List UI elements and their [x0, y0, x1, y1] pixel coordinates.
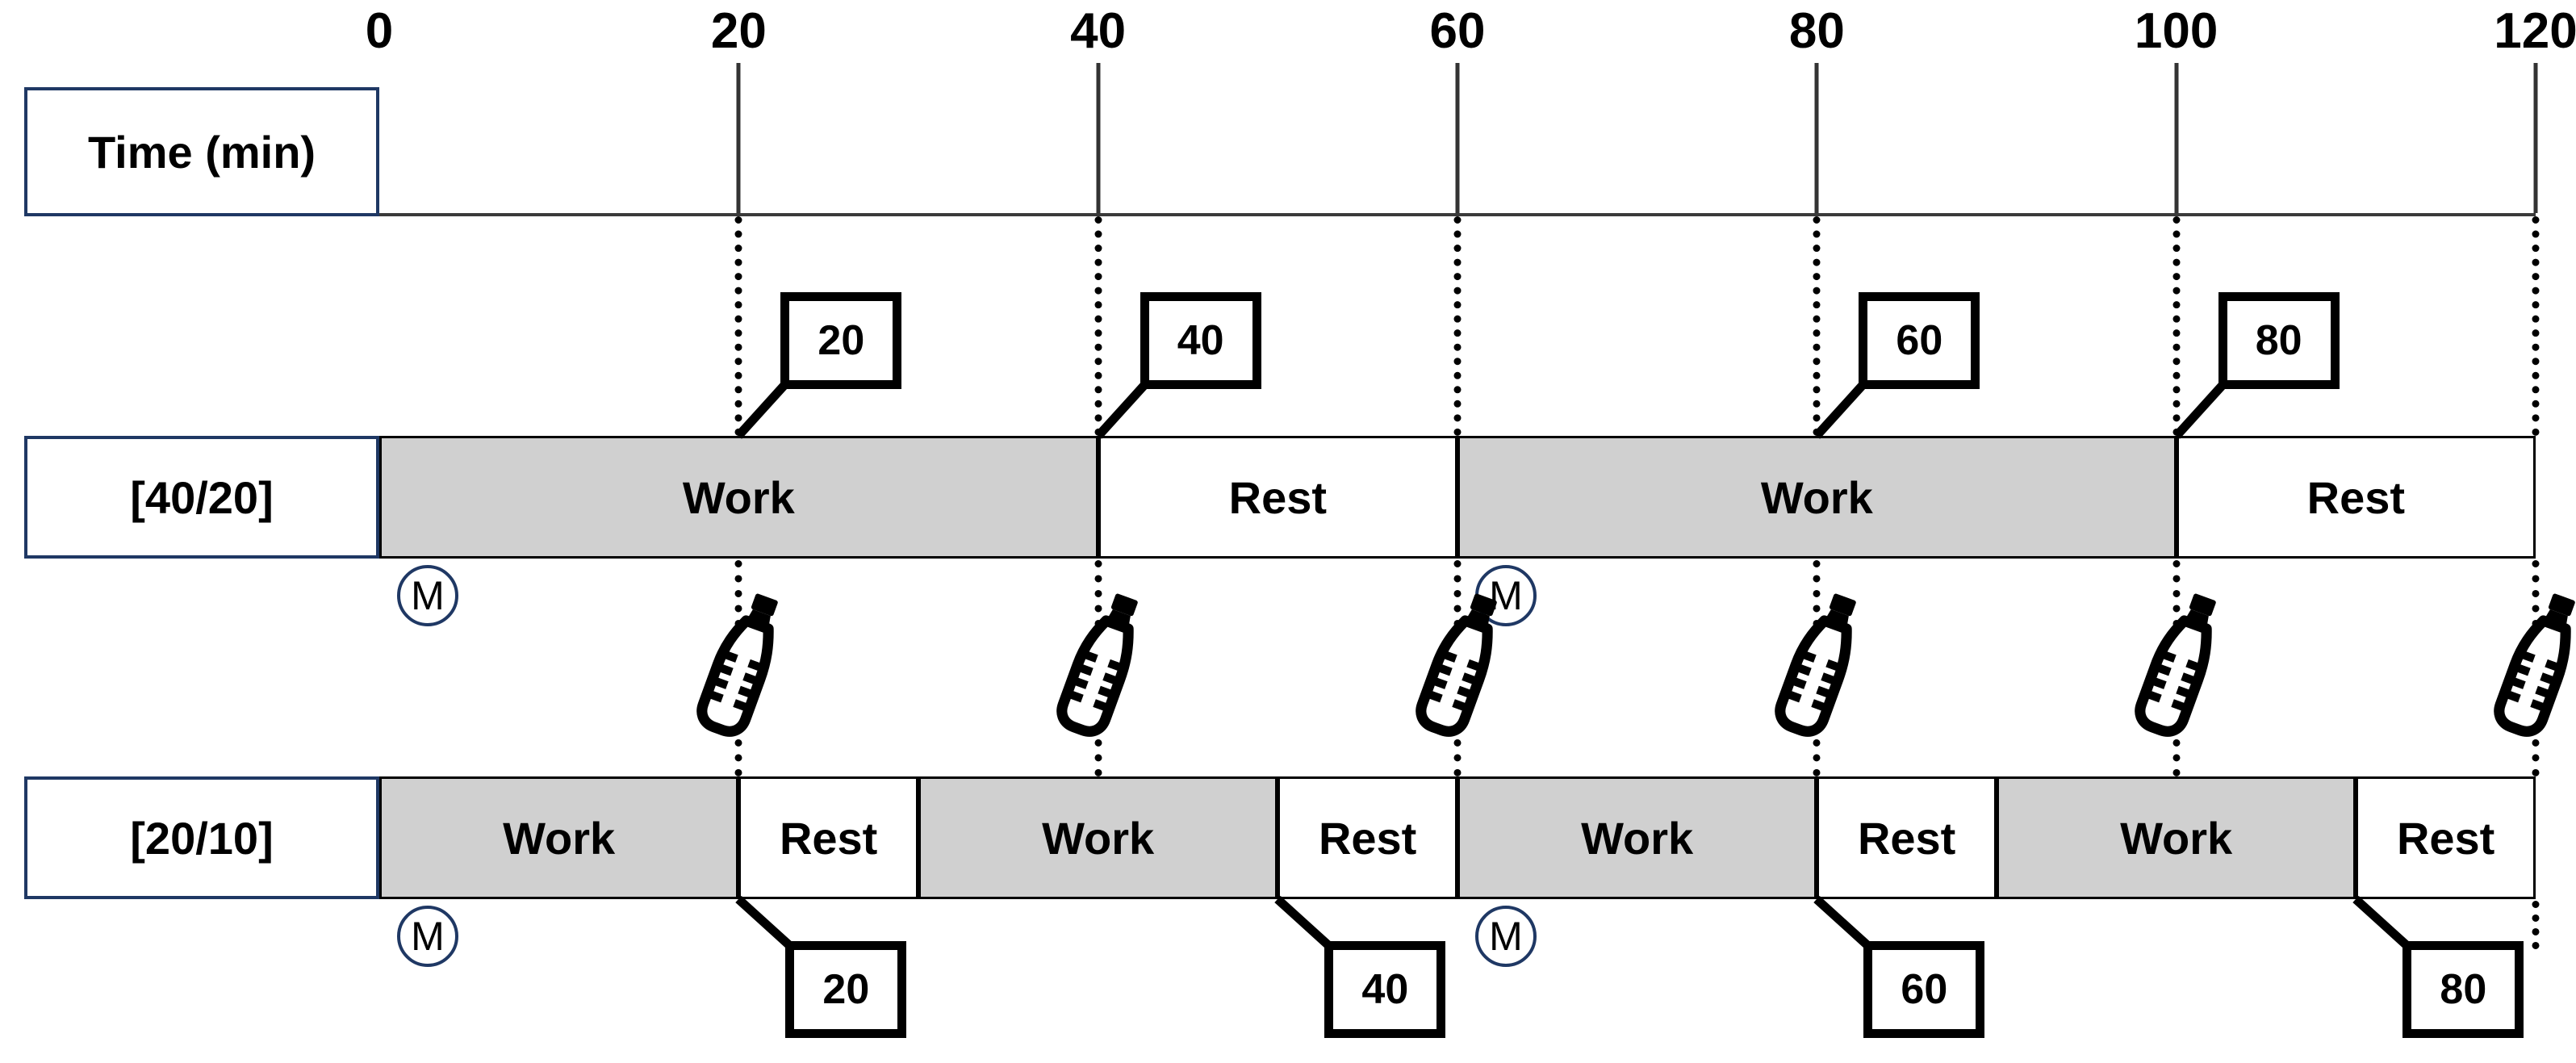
segment-work-1-4: Work	[1457, 776, 1817, 899]
callout-top-60-leader	[1813, 381, 1867, 439]
m-marker-top-0: M	[397, 565, 458, 626]
callout-value: 80	[2440, 966, 2487, 1013]
axis-tick-mark-60	[1455, 63, 1460, 213]
axis-tick-label-0: 0	[365, 3, 394, 59]
water-bottle-glyph	[2494, 593, 2575, 737]
protocol-label-40-20: [40/20]	[24, 436, 379, 559]
water-bottle-glyph	[1056, 593, 1138, 737]
segment-rest-1-3: Rest	[1278, 776, 1457, 899]
protocol-row-20-10: Work Rest Work Rest Work Rest Work Rest	[379, 776, 2536, 899]
segment-label: Rest	[1857, 812, 1956, 864]
callout-top-40: 40	[1140, 292, 1261, 389]
gridline-upper-100	[2172, 216, 2181, 436]
water-bottle-glyph	[1775, 593, 1857, 737]
axis-tick-label-100: 100	[2134, 3, 2218, 59]
segment-rest-1-5: Rest	[1817, 776, 1997, 899]
m-marker-label: M	[1489, 914, 1523, 959]
callout-value: 40	[1361, 966, 1409, 1013]
callout-bottom-80-leader	[2352, 895, 2411, 950]
gridline-upper-120	[2532, 216, 2540, 436]
segment-label: Work	[1581, 812, 1694, 864]
axis-tick-mark-20	[736, 63, 741, 213]
callout-top-80: 80	[2218, 292, 2340, 389]
water-bottle-icon	[2478, 588, 2576, 741]
axis-tick-mark-100	[2174, 63, 2179, 213]
callout-value: 40	[1177, 317, 1224, 364]
callout-value: 20	[818, 317, 865, 364]
callout-top-60: 60	[1859, 292, 1980, 389]
axis-tick-mark-40	[1096, 63, 1101, 213]
callout-bottom-60-leader	[1813, 895, 1872, 950]
segment-work-1-0: Work	[379, 776, 739, 899]
axis-tick-label-40: 40	[1070, 3, 1127, 59]
m-marker-label: M	[1489, 573, 1523, 618]
segment-work-0-0: Work	[379, 436, 1098, 559]
callout-top-80-leader	[2172, 381, 2227, 439]
axis-tick-label-20: 20	[710, 3, 767, 59]
water-bottle-icon	[681, 588, 802, 741]
segment-label: Work	[1042, 812, 1155, 864]
callout-value: 60	[1896, 317, 1943, 364]
protocol-label-20-10-text: [20/10]	[130, 812, 274, 864]
segment-rest-0-1: Rest	[1098, 436, 1457, 559]
callout-bottom-20-leader	[735, 895, 794, 950]
gridline-upper-40	[1094, 216, 1102, 436]
segment-work-1-2: Work	[918, 776, 1278, 899]
m-marker-top-60: M	[1475, 565, 1537, 626]
segment-label: Work	[682, 471, 795, 523]
gridline-lower-120	[2532, 901, 2540, 949]
segment-label: Rest	[1318, 812, 1417, 864]
segment-work-1-6: Work	[1997, 776, 2356, 899]
segment-rest-1-1: Rest	[738, 776, 918, 899]
m-marker-label: M	[411, 914, 445, 959]
gridline-upper-20	[734, 216, 742, 436]
callout-bottom-40: 40	[1324, 941, 1446, 1038]
water-bottle-icon	[2119, 588, 2240, 741]
callout-value: 80	[2255, 317, 2302, 364]
segment-label: Rest	[2306, 471, 2406, 523]
protocol-label-40-20-text: [40/20]	[130, 471, 274, 523]
callout-bottom-60: 60	[1863, 941, 1985, 1038]
segment-rest-1-7: Rest	[2356, 776, 2536, 899]
axis-tick-mark-80	[1814, 63, 1819, 213]
segment-label: Work	[503, 812, 616, 864]
gridline-upper-80	[1813, 216, 1821, 436]
water-bottle-icon	[1041, 588, 1162, 741]
water-bottle-icon	[1400, 588, 1521, 741]
protocol-row-40-20: Work Rest Work Rest	[379, 436, 2536, 559]
callout-top-40-leader	[1094, 381, 1148, 439]
time-axis-line	[379, 213, 2536, 216]
axis-label-text: Time (min)	[87, 126, 316, 178]
callout-top-20-leader	[735, 381, 789, 439]
water-bottle-glyph	[2134, 593, 2216, 737]
segment-label: Work	[1760, 471, 1873, 523]
gridline-upper-60	[1453, 216, 1462, 436]
callout-bottom-40-leader	[1274, 895, 1333, 950]
axis-tick-label-80: 80	[1788, 3, 1845, 59]
segment-label: Work	[2120, 812, 2233, 864]
segment-label: Rest	[779, 812, 878, 864]
axis-tick-label-120: 120	[2494, 3, 2576, 59]
axis-tick-label-60: 60	[1429, 3, 1486, 59]
callout-bottom-80: 80	[2402, 941, 2524, 1038]
callout-top-20: 20	[780, 292, 902, 389]
callout-value: 60	[1901, 966, 1948, 1013]
axis-label-box: Time (min)	[24, 87, 379, 216]
segment-rest-0-3: Rest	[2176, 436, 2536, 559]
axis-tick-mark-120	[2533, 63, 2538, 213]
segment-work-0-2: Work	[1457, 436, 2177, 559]
water-bottle-glyph	[696, 593, 779, 737]
water-bottle-icon	[1759, 588, 1880, 741]
m-marker-bottom-60: M	[1475, 906, 1537, 967]
segment-label: Rest	[1228, 471, 1328, 523]
callout-bottom-20: 20	[785, 941, 907, 1038]
m-marker-label: M	[411, 573, 445, 618]
water-bottle-glyph	[1416, 593, 1497, 737]
protocol-label-20-10: [20/10]	[24, 776, 379, 899]
callout-value: 20	[822, 966, 870, 1013]
segment-label: Rest	[2396, 812, 2495, 864]
m-marker-bottom-0: M	[397, 906, 458, 967]
